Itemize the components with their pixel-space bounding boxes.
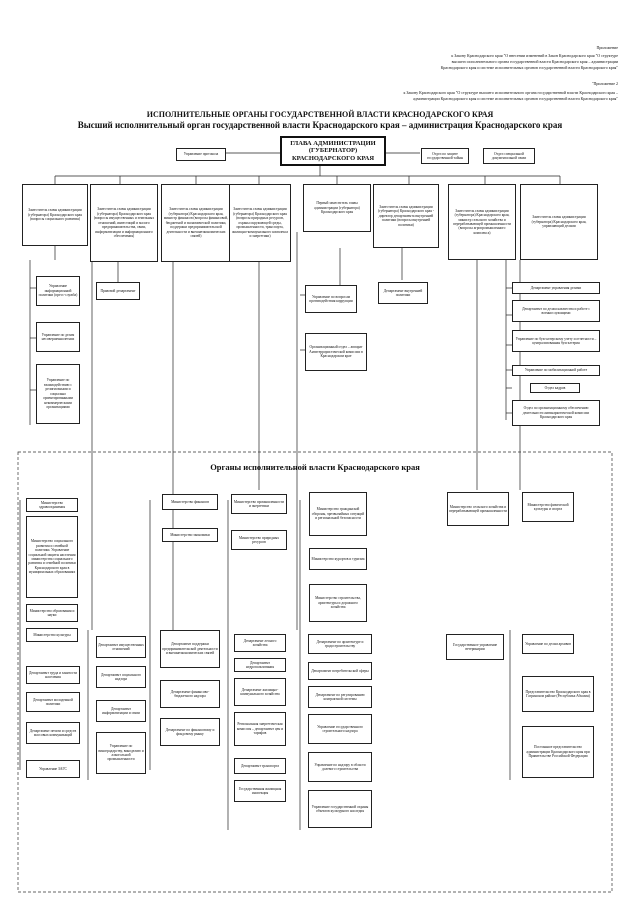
deputy-7: Заместитель главы администрации (губерна… xyxy=(448,184,516,260)
minors-affairs-dept: Управление по делам несовершеннолетних xyxy=(36,322,80,352)
special-comms-dept: Отдел специальной документальной связи xyxy=(483,148,535,164)
dept-heritage: Управление государственной охраны объект… xyxy=(308,790,372,828)
ministry-economy: Министерство экономики xyxy=(162,528,218,542)
law-line-3: Краснодарского края и системе исполнител… xyxy=(440,65,618,70)
internal-policy-dept: Департамент внутренней политики xyxy=(378,282,428,304)
appendix-label: Приложение xyxy=(596,45,618,50)
dept-housing-inspection: Государственная жилищная инспекция xyxy=(234,780,286,802)
dept-transport: Департамент транспорта xyxy=(234,758,286,774)
admin-affairs-dept: Департамент управления делами xyxy=(512,282,600,294)
dept-it: Департамент информатизации и связи xyxy=(96,700,146,722)
dept-labor: Департамент труда и занятости населения xyxy=(26,666,80,684)
deputy-5: Первый заместитель главы администрации (… xyxy=(303,184,371,232)
dept-registry: Управление ЗАГС xyxy=(26,760,80,778)
deputy-8: Заместитель главы администрации (губерна… xyxy=(520,184,598,260)
dept-fin-market: Департамент по финансовому и фондовому р… xyxy=(160,718,220,746)
ministry-sport: Министерство физической культуры и спорт… xyxy=(522,492,574,522)
law-line-1: к Закону Краснодарского края "О внесении… xyxy=(451,53,618,58)
law2-line-1: к Закону Краснодарского края "О структур… xyxy=(403,90,618,95)
hr-dept: Отдел кадров xyxy=(530,383,580,393)
dept-business: Департамент поддержки предпринимательско… xyxy=(160,630,220,668)
head-of-administration: ГЛАВА АДМИНИСТРАЦИИ (ГУБЕРНАТОР) КРАСНОД… xyxy=(280,136,386,166)
ministry-agriculture: Министерство сельского хозяйства и перер… xyxy=(447,492,509,526)
rep-government: Постоянное представительство администрац… xyxy=(522,726,594,778)
dept-housing: Департамент жилищно-коммунального хозяйс… xyxy=(234,678,286,706)
dept-consumer: Департамент потребительской сферы xyxy=(308,662,372,680)
dept-tariffs: Региональная энергетическая комиссия – д… xyxy=(234,712,286,746)
deputy-6: Заместитель главы администрации (губерна… xyxy=(373,184,439,248)
dept-shared-construction: Управление по надзору в области долевого… xyxy=(308,752,372,782)
anti-terror-dept: Организационный отдел – аппарат Антитерр… xyxy=(305,333,367,371)
protocol-department: Управление протокола xyxy=(176,148,226,161)
dept-property: Департамент имущественных отношений xyxy=(96,636,146,658)
mobilization-dept: Управление по мобилизационной работе xyxy=(512,365,600,376)
legal-department: Правовой департамент xyxy=(96,282,140,300)
ministry-social: Министерство социального развития и семе… xyxy=(26,516,78,598)
ministry-finance: Министерство финансов xyxy=(162,494,218,510)
dept-archives: Управление по делам архивов xyxy=(522,634,574,654)
deputy-2: Заместитель главы администрации (губерна… xyxy=(90,184,158,262)
dept-press: Департамент печати и средств массовых ко… xyxy=(26,722,80,744)
law-line-2: высшего исполнительного органа государст… xyxy=(451,59,618,64)
organs-title: Органы исполнительной власти Краснодарск… xyxy=(210,462,420,472)
info-policy-dept: Управление информационной политики (прес… xyxy=(36,276,80,306)
ministry-construction: Министерство строительства, архитектуры … xyxy=(309,584,367,622)
rep-abkhazia: Представительство Краснодарского края в … xyxy=(522,676,594,712)
main-title: ИСПОЛНИТЕЛЬНЫЕ ОРГАНЫ ГОСУДАРСТВЕННОЙ ВЛ… xyxy=(146,110,494,119)
dept-budget: Департамент финансово-бюджетного надзора xyxy=(160,680,220,708)
sub-title: Высший исполнительный орган государствен… xyxy=(77,120,563,130)
ministry-health: Министерство здравоохранения xyxy=(26,498,78,512)
dept-youth: Департамент молодежной политики xyxy=(26,692,80,712)
dept-architecture: Департамент по архитектуре и градостроит… xyxy=(308,634,372,654)
ministry-industry: Министерство промышленности и энергетики xyxy=(231,494,287,514)
dept-social-supervision: Департамент социального надзора xyxy=(96,666,146,688)
ministry-resorts: Министерство курортов и туризма xyxy=(309,548,367,570)
state-secret-dept: Отдел по защите государственной тайны xyxy=(421,148,469,164)
dept-wine: Управление по виноградарству, виноделию … xyxy=(96,732,146,774)
accounting-dept: Управление по бухгалтерскому учету и отч… xyxy=(512,330,600,352)
ministry-nature: Министерство природных ресурсов xyxy=(231,530,287,550)
ministry-culture: Министерство культуры xyxy=(26,628,78,642)
deputy-3: Заместитель главы администрации (губерна… xyxy=(161,184,231,262)
law2-line-2: администрации Краснодарского края и сист… xyxy=(413,96,618,101)
anti-drug-dept: Отдел по организационному обеспечению де… xyxy=(512,400,600,426)
dept-forest: Департамент лесного хозяйства xyxy=(234,634,286,652)
ministry-civil-defense: Министерство гражданской обороны, чрезвы… xyxy=(309,492,367,536)
anti-corruption-dept: Управление по вопросам противодействия к… xyxy=(305,285,357,313)
dept-veterinary: Государственное управление ветеринарии xyxy=(446,634,504,660)
cossack-affairs-dept: Департамент по делам казачества и работе… xyxy=(512,300,600,322)
deputy-4: Заместитель главы администрации (губерна… xyxy=(229,184,291,262)
dept-contracts: Департамент по регулированию контрактной… xyxy=(308,686,372,708)
dept-construction-supervision: Управление государственного строительног… xyxy=(308,714,372,744)
ministry-education: Министерство образования и науки xyxy=(26,604,78,622)
dept-subsoil: Департамент недропользования xyxy=(234,658,286,672)
deputy-1: Заместитель главы администрации (губерна… xyxy=(22,184,88,246)
appendix2-label: "Приложение 2 xyxy=(591,81,618,86)
religious-orgs-dept: Управление по взаимодействию с религиозн… xyxy=(36,364,80,424)
